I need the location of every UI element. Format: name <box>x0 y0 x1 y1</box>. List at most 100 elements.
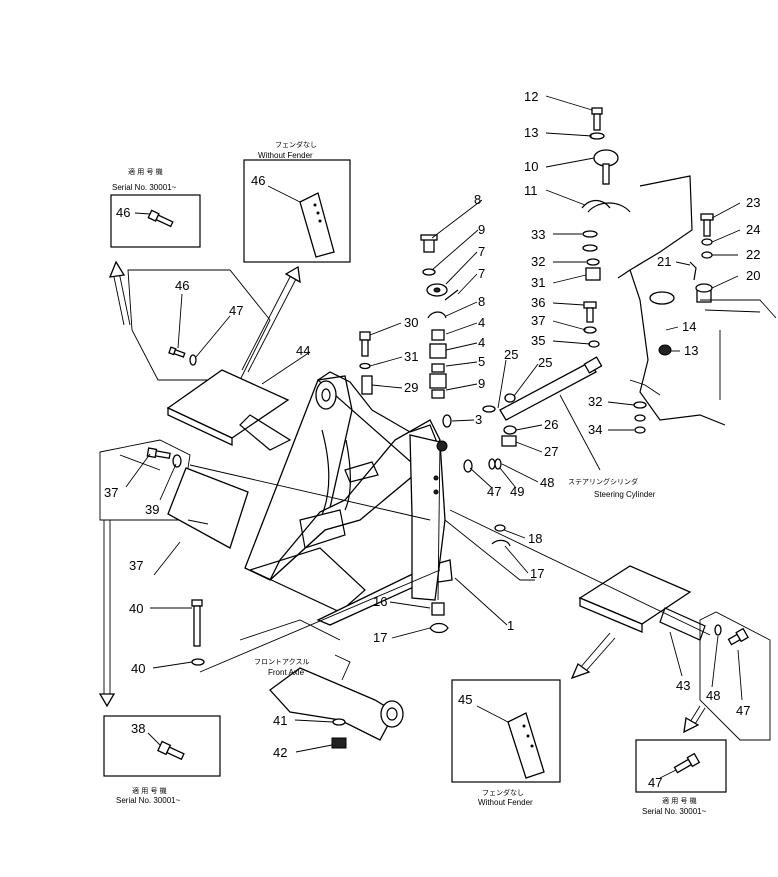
callout-33: 35 <box>531 333 545 348</box>
callout-23: 24 <box>746 222 760 237</box>
callout-21: 22 <box>746 247 760 262</box>
callout-32b: 34 <box>588 422 602 437</box>
box-top-left-serial: Serial No. 30001~ <box>112 183 177 192</box>
box-bottom-right-serial: Serial No. 30001~ <box>642 807 707 816</box>
callout-47b: 48 <box>706 688 720 703</box>
callout-38: 39 <box>145 502 159 517</box>
callout-22: 23 <box>746 195 760 210</box>
box-bottom-right: 適 用 号 機 Serial No. 30001~ <box>635 739 727 816</box>
box-top-center: フェンダなし Without Fender <box>243 140 351 263</box>
callout-27: 29 <box>404 380 418 395</box>
arrow-upper-center <box>241 265 301 373</box>
callout-2: 3 <box>475 412 482 427</box>
callout-37a: 37 <box>104 485 118 500</box>
leader-lines <box>125 95 743 753</box>
callout-4b: 5 <box>478 354 485 369</box>
callout-10: 10 <box>524 159 538 174</box>
callout-18: 18 <box>528 531 542 546</box>
arrow-left-down <box>98 520 116 708</box>
small-hardware <box>146 346 749 749</box>
callout-6: 7 <box>478 266 485 281</box>
callout-40a: 40 <box>131 661 145 676</box>
callout-28: 30 <box>404 315 418 330</box>
callout-24: 25 <box>504 347 518 362</box>
callout-50: 49 <box>510 484 524 499</box>
callout-47a: 47 <box>229 303 243 318</box>
box-top-left-jp: 適 用 号 機 <box>128 167 163 176</box>
box-bottom-left-serial: Serial No. 30001~ <box>116 796 181 805</box>
right-column-parts <box>581 107 714 434</box>
callout-31b: 32 <box>588 394 602 409</box>
callout-numbers: 12 13 10 11 33 32 31 36 37 35 23 24 22 2… <box>104 89 760 790</box>
box-top-center-jp: フェンダなし <box>275 140 317 149</box>
callout-34: 36 <box>531 295 545 310</box>
callout-29: 31 <box>404 349 418 364</box>
callout-25b: 26 <box>544 417 558 432</box>
fender-left <box>166 369 292 451</box>
callout-25a: 25 <box>538 355 552 370</box>
steering-cylinder <box>463 356 603 473</box>
box-top-center-en: Without Fender <box>258 151 313 160</box>
callout-7a: 8 <box>478 294 485 309</box>
callout-13: 13 <box>524 125 538 140</box>
callout-17a: 17 <box>530 566 544 581</box>
box-bottom-center-en: Without Fender <box>478 798 533 807</box>
callout-46a: 46 <box>116 205 130 220</box>
callout-35: 37 <box>531 313 545 328</box>
front-axle-jp: フロントアクスル <box>254 658 309 666</box>
callout-1: 1 <box>507 618 514 633</box>
fender-right <box>578 565 706 641</box>
callout-14: 13 <box>684 343 698 358</box>
callout-46d: 47 <box>648 775 662 790</box>
callout-3: 4 <box>478 335 485 350</box>
arrow-bottom-center <box>570 632 616 680</box>
callout-12: 12 <box>524 89 538 104</box>
callout-9: 9 <box>478 222 485 237</box>
callout-30: 31 <box>531 275 545 290</box>
cover-plate <box>167 467 249 549</box>
callout-32a: 33 <box>531 227 545 242</box>
front-axle <box>239 619 404 741</box>
box-bottom-right-jp: 適 用 号 機 <box>662 796 697 805</box>
box-bottom-left: 適 用 号 機 Serial No. 30001~ <box>103 715 221 805</box>
callout-11: 11 <box>524 183 538 198</box>
callout-17b: 17 <box>373 630 387 645</box>
box-bottom-center-jp: フェンダなし <box>482 788 524 797</box>
callout-48: 47 <box>487 484 501 499</box>
callout-41: 42 <box>273 745 287 760</box>
front-axle-en: Front Axle <box>268 668 305 677</box>
arrow-upper-left <box>108 260 131 326</box>
frame-upper-left <box>127 269 271 381</box>
callout-16: 16 <box>373 594 387 609</box>
box-bottom-center: フェンダなし Without Fender <box>451 679 561 807</box>
frame-right <box>699 611 771 741</box>
rear-frame-edge <box>617 175 777 426</box>
callout-15: 14 <box>682 319 696 334</box>
callout-46c: 47 <box>736 703 750 718</box>
callout-46b: 46 <box>175 278 189 293</box>
callout-19: 20 <box>746 268 760 283</box>
callout-37b: 38 <box>131 721 145 736</box>
callout-7b: 9 <box>478 376 485 391</box>
bolt-28 <box>359 331 373 395</box>
callout-4a: 4 <box>478 315 485 330</box>
box-top-left: 適 用 号 機 Serial No. 30001~ <box>110 167 201 248</box>
callout-31a: 32 <box>531 254 545 269</box>
callout-5: 7 <box>478 244 485 259</box>
pivot-stack <box>420 234 459 428</box>
callout-43: 44 <box>296 343 310 358</box>
callout-42: 43 <box>676 678 690 693</box>
center-pivot <box>409 434 535 601</box>
callout-45: 46 <box>251 173 265 188</box>
steering-cylinder-jp: ステアリングシリンダ <box>568 477 638 486</box>
box-bottom-left-jp: 適 用 号 機 <box>132 786 167 795</box>
steering-cylinder-en: Steering Cylinder <box>594 490 656 499</box>
callout-8: 8 <box>474 192 481 207</box>
callout-39: 40 <box>129 601 143 616</box>
callout-20: 21 <box>657 254 671 269</box>
callout-40b: 41 <box>273 713 287 728</box>
callout-26: 27 <box>544 444 558 459</box>
callout-44: 45 <box>458 692 472 707</box>
